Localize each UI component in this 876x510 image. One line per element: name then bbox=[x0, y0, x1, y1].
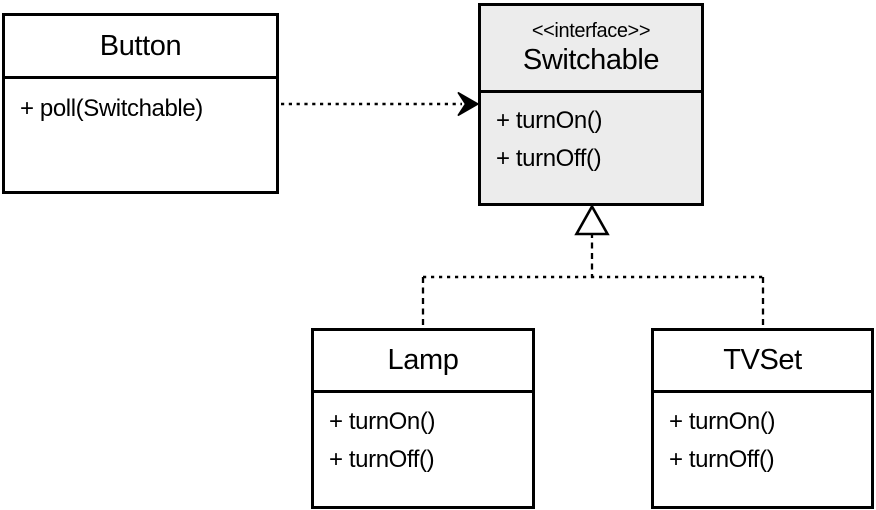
method-item: + turnOff() bbox=[496, 145, 602, 172]
class-box-button: Button + poll(Switchable) bbox=[2, 13, 279, 194]
class-methods-switchable: + turnOn() + turnOff() bbox=[481, 93, 701, 187]
realization-triangle-icon bbox=[574, 203, 610, 236]
class-header-lamp: Lamp bbox=[314, 331, 532, 393]
class-title-lamp: Lamp bbox=[387, 344, 459, 376]
method-item: + turnOff() bbox=[669, 446, 775, 473]
class-header-tvset: TVSet bbox=[654, 331, 871, 393]
class-box-switchable: <<interface>> Switchable + turnOn() + tu… bbox=[478, 3, 704, 206]
dependency-arrowhead-icon bbox=[457, 91, 480, 117]
method-item: + turnOn() bbox=[669, 408, 776, 435]
method-item: + turnOff() bbox=[329, 446, 435, 473]
class-header-switchable: <<interface>> Switchable bbox=[481, 6, 701, 93]
method-item: + poll(Switchable) bbox=[20, 95, 203, 122]
method-item: + turnOn() bbox=[329, 408, 436, 435]
class-box-lamp: Lamp + turnOn() + turnOff() bbox=[311, 328, 535, 509]
class-box-tvset: TVSet + turnOn() + turnOff() bbox=[651, 328, 874, 509]
method-item: + turnOn() bbox=[496, 107, 603, 134]
class-methods-button: + poll(Switchable) bbox=[5, 79, 276, 139]
class-title-switchable: Switchable bbox=[522, 44, 660, 76]
stereotype-label: <<interface>> bbox=[531, 20, 651, 42]
class-title-button: Button bbox=[99, 29, 182, 62]
class-methods-tvset: + turnOn() + turnOff() bbox=[654, 393, 871, 489]
class-title-tvset: TVSet bbox=[723, 344, 802, 376]
class-header-button: Button bbox=[5, 16, 276, 79]
class-methods-lamp: + turnOn() + turnOff() bbox=[314, 393, 532, 489]
